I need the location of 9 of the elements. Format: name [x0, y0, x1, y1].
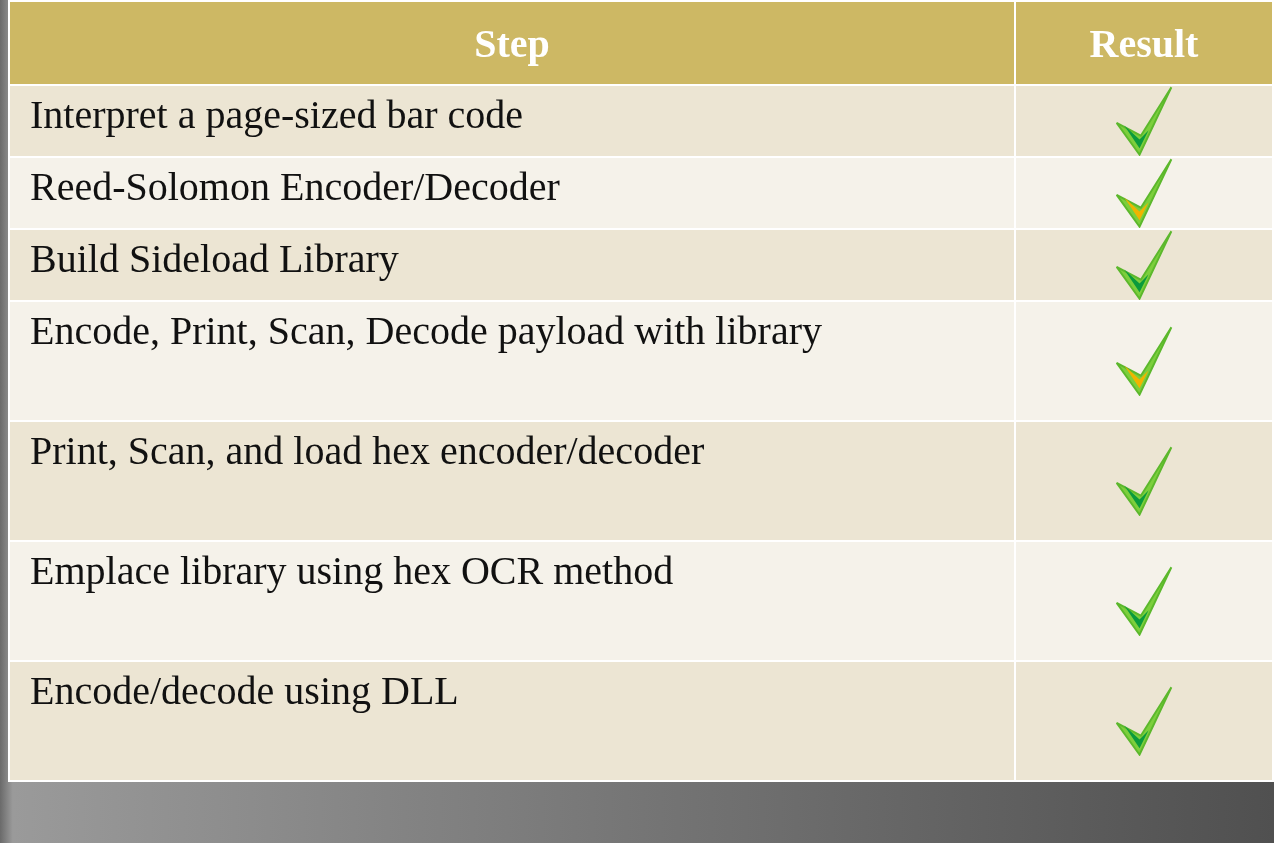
step-text: Encode, Print, Scan, Decode payload with library	[30, 307, 822, 355]
step-text: Build Sideload Library	[30, 235, 399, 283]
step-text: Interpret a page-sized bar code	[30, 91, 524, 139]
column-header: Step	[9, 1, 1015, 85]
step-text: Print, Scan, and load hex encoder/decoder	[30, 427, 705, 475]
step-text: Encode/decode using DLL	[30, 667, 459, 715]
step-text: Emplace library using hex OCR method	[30, 547, 674, 595]
column-header: Result	[1015, 1, 1273, 85]
step-text: Reed-Solomon Encoder/Decoder	[30, 163, 560, 211]
